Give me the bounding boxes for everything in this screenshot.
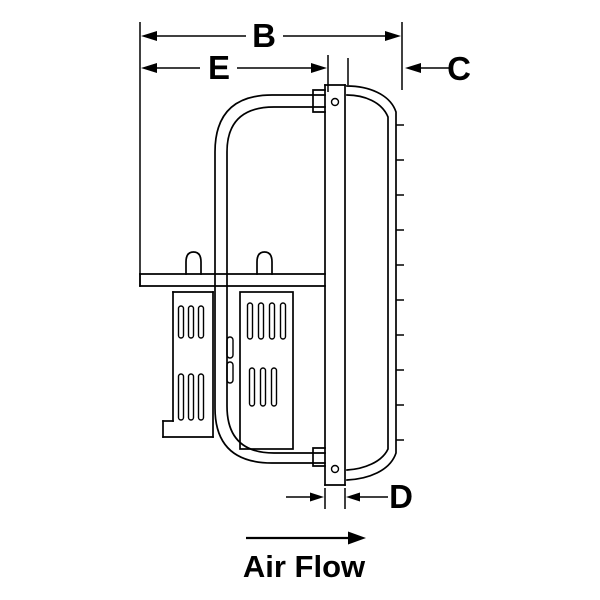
wire-guard (214, 89, 326, 467)
dimension-label-c: C (447, 50, 471, 87)
dim-d-arrow-right (310, 492, 324, 502)
airflow-annotation: Air Flow (243, 531, 366, 584)
motor-cap-right (256, 251, 273, 275)
dimension-b: B (141, 17, 401, 54)
dimension-label-e: E (208, 49, 230, 86)
dim-c-arrow-left (405, 63, 421, 73)
dim-b-arrow-right (385, 31, 401, 41)
dimension-c: C (405, 50, 471, 87)
panel-hole-bottom (330, 464, 340, 474)
airflow-label: Air Flow (243, 549, 366, 584)
panel-hole-top (330, 97, 340, 107)
dim-b-arrow-left (141, 31, 157, 41)
wall-panel (324, 84, 346, 486)
motor-body-rear (162, 291, 214, 438)
motor-body-front (239, 291, 294, 450)
airflow-arrow-right-icon (348, 531, 366, 545)
mounting-arm (139, 273, 326, 287)
dim-e-arrow-left (141, 63, 157, 73)
extension-lines (139, 22, 403, 509)
dimension-d: D (286, 478, 413, 515)
guard-mount-tab-top (312, 89, 326, 113)
guard-slot-2 (226, 361, 234, 384)
guard-slot-1 (226, 336, 234, 359)
dimension-label-b: B (252, 17, 276, 54)
guard-mount-tab-bottom (312, 447, 326, 467)
fan-housing (346, 85, 404, 481)
dim-d-arrow-left (346, 492, 360, 502)
motor-assembly (162, 251, 294, 450)
dim-e-arrow-right (311, 63, 327, 73)
motor-cap-left (185, 251, 202, 275)
dimension-label-d: D (389, 478, 413, 515)
dimension-e: E (141, 49, 327, 86)
shutter-ticks (396, 124, 404, 441)
